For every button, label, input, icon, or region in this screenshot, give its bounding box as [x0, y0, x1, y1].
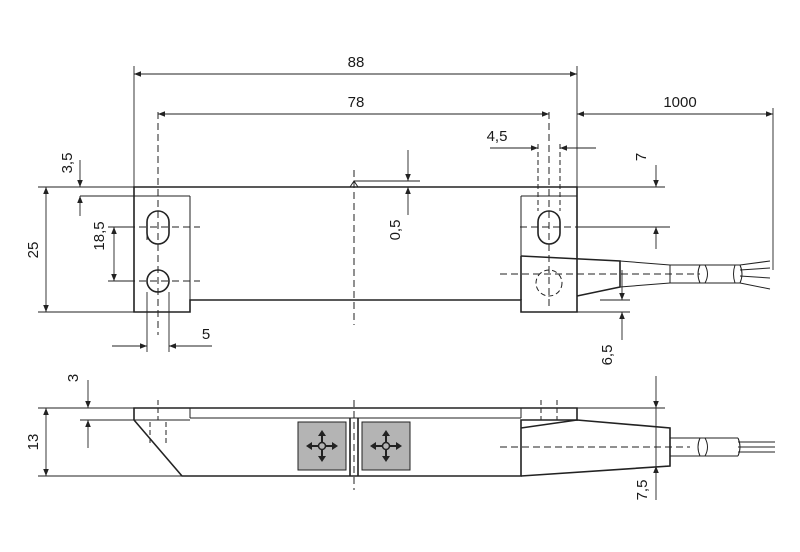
dim-78: 78 — [348, 94, 365, 111]
dim-0-5: 0,5 — [387, 220, 404, 241]
dim-3-5: 3,5 — [59, 153, 76, 174]
move-arrows-icon — [306, 430, 338, 462]
dim-13: 13 — [25, 434, 42, 451]
dim-25: 25 — [25, 242, 42, 259]
dim-7: 7 — [633, 153, 650, 161]
top-view — [128, 112, 771, 335]
dim-6-5: 6,5 — [599, 345, 616, 366]
move-arrows-icon — [370, 430, 402, 462]
side-cable-gland — [520, 419, 671, 477]
dim-88: 88 — [348, 54, 365, 71]
dim-4-5: 4,5 — [487, 128, 508, 145]
dimensions: 88 78 1000 4,5 7 6,5 0,5 25 — [25, 54, 774, 501]
body-outline — [133, 186, 578, 313]
dim-3: 3 — [65, 374, 82, 382]
cable-gland — [520, 255, 621, 297]
side-view — [133, 400, 775, 490]
dim-5: 5 — [202, 326, 210, 343]
dim-18-5: 18,5 — [91, 221, 108, 250]
dim-1000: 1000 — [663, 94, 696, 111]
dim-7-5: 7,5 — [634, 480, 651, 501]
cable — [670, 264, 705, 284]
